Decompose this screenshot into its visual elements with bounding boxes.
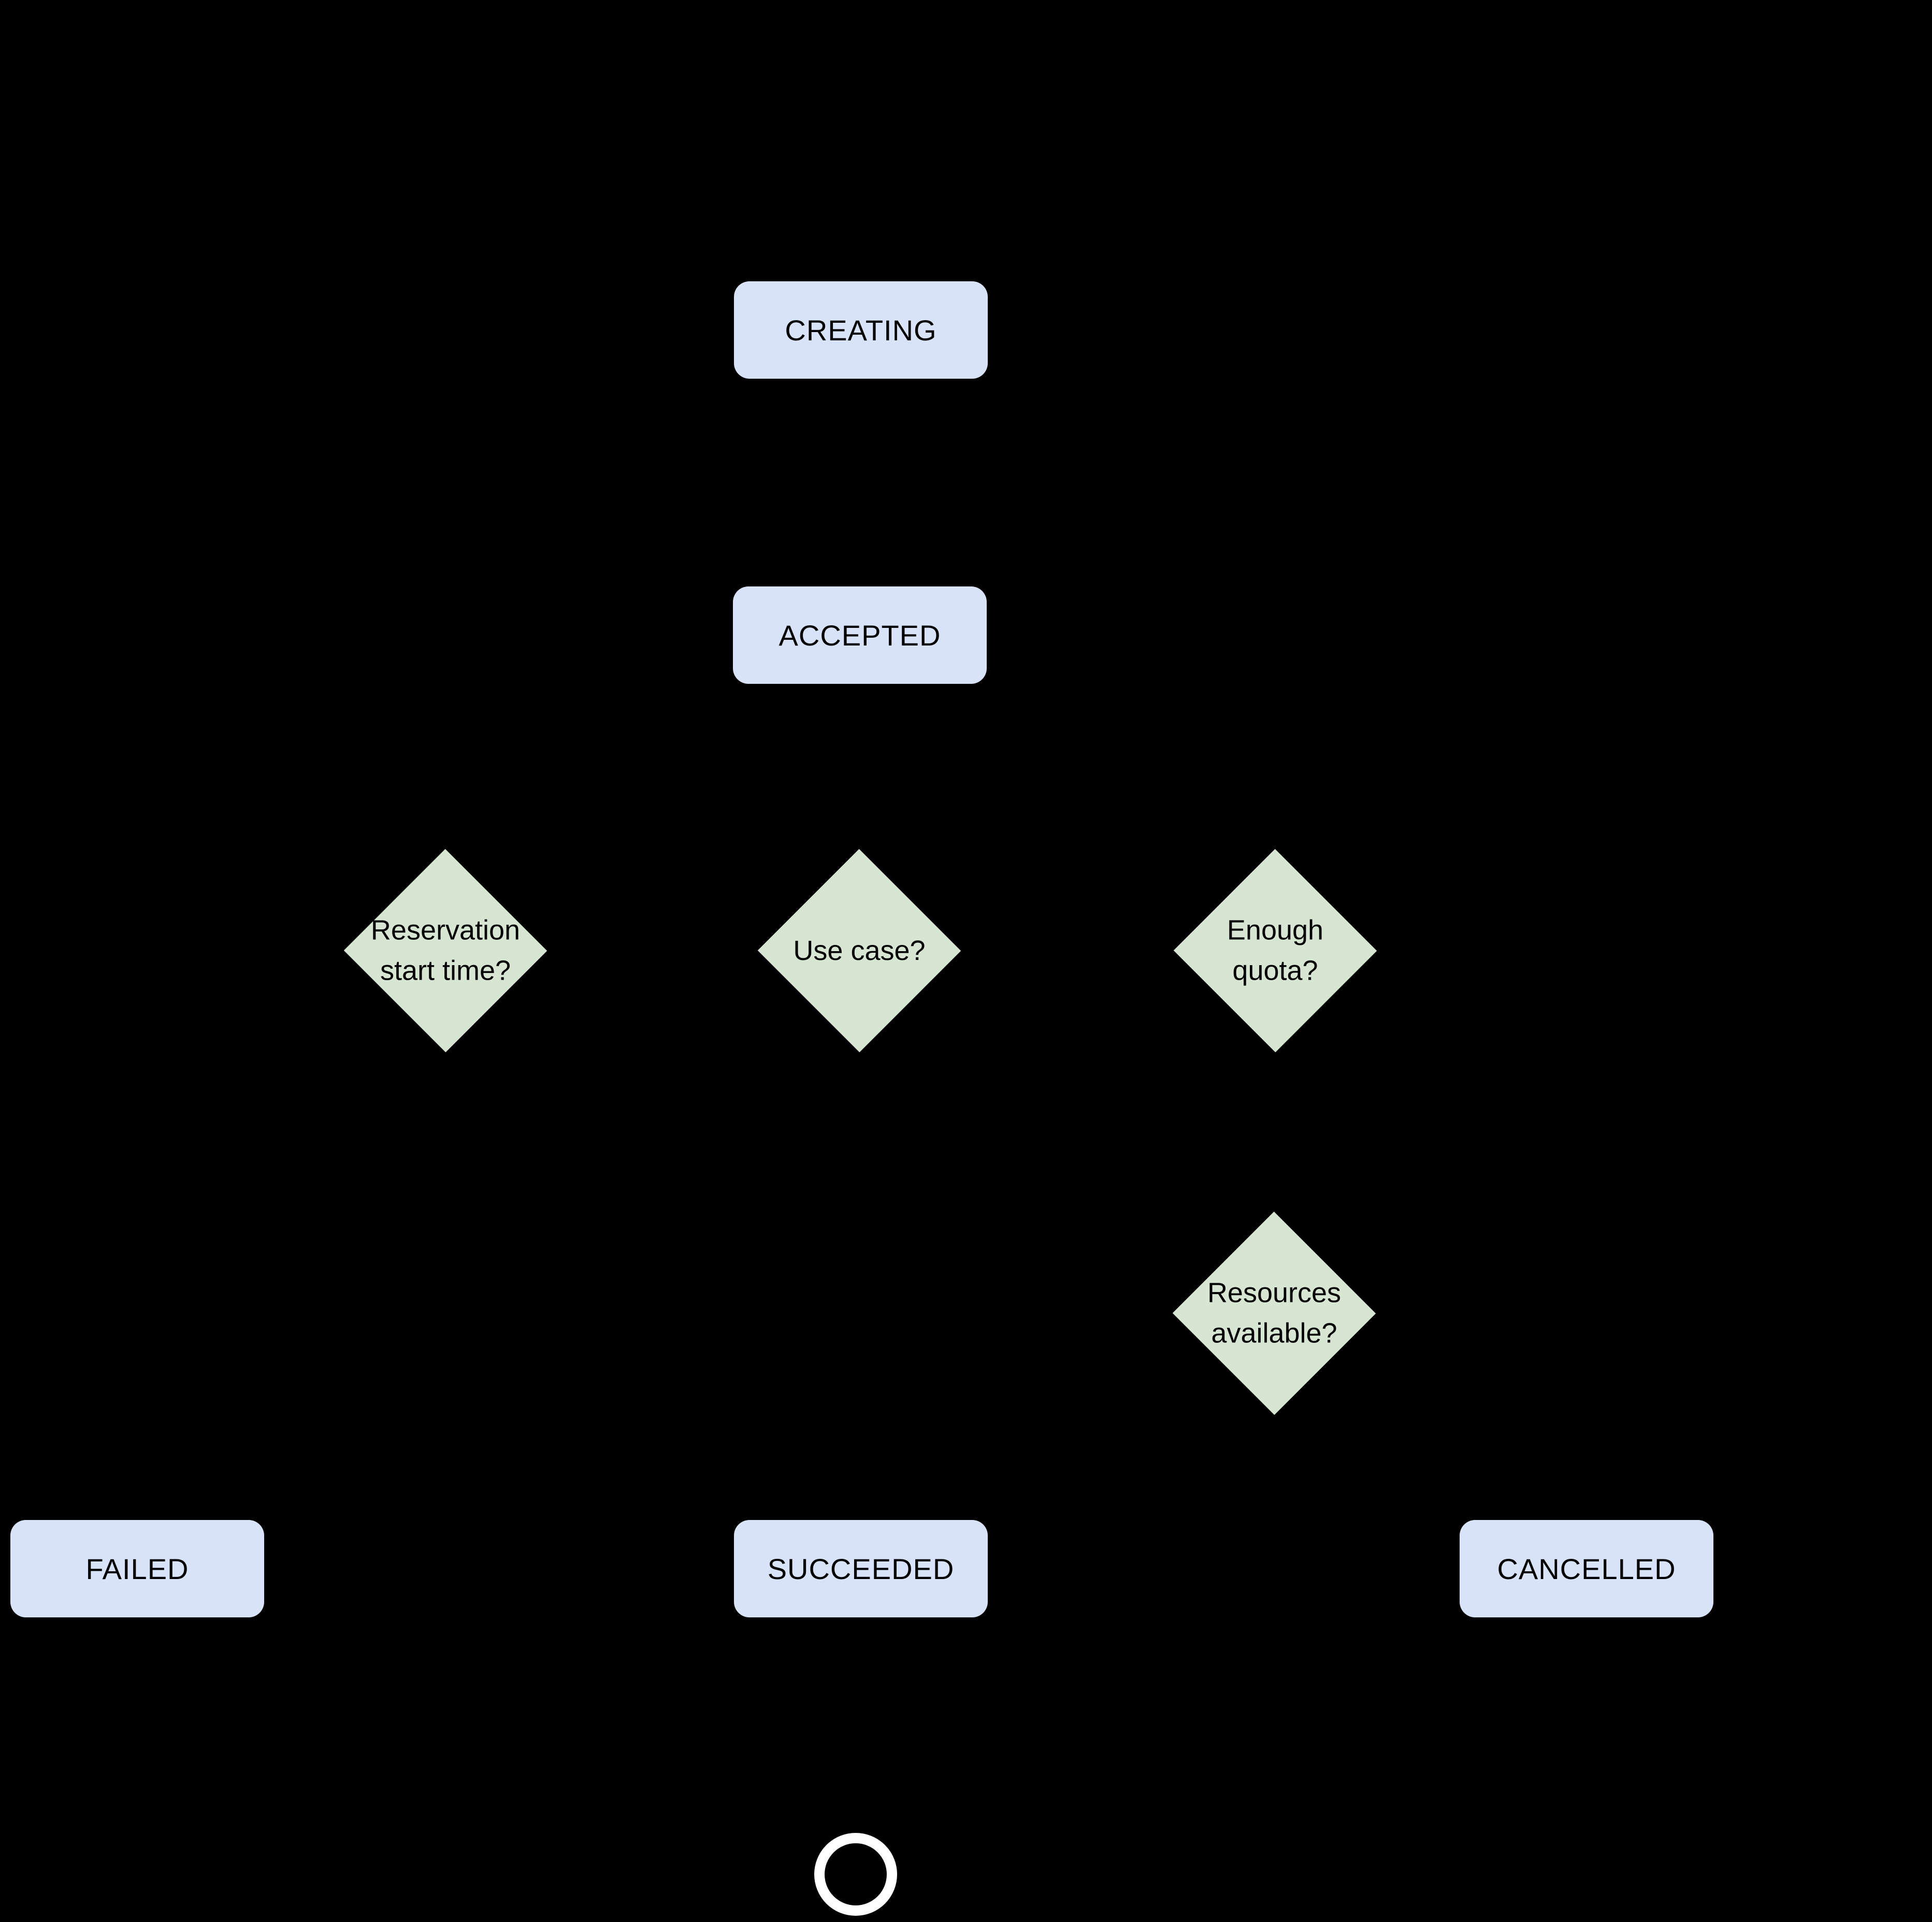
- decision-enough-quota: Enough quota?: [1173, 849, 1377, 1053]
- decision-resources-available-label: Resources available?: [1207, 1277, 1342, 1349]
- decision-resources-available: Resources available?: [1172, 1211, 1376, 1415]
- state-accepted: ACCEPTED: [733, 586, 987, 684]
- state-failed: FAILED: [10, 1520, 264, 1617]
- decision-use-case-label: Use case?: [793, 935, 926, 966]
- state-succeeded: SUCCEEDED: [734, 1520, 988, 1617]
- decision-use-case: Use case?: [757, 849, 961, 1053]
- state-cancelled: CANCELLED: [1460, 1520, 1713, 1617]
- decision-enough-quota-label: Enough quota?: [1227, 914, 1324, 986]
- state-failed-label: FAILED: [85, 1552, 189, 1585]
- decision-reservation-start-time-label: Reservation start time?: [370, 914, 521, 986]
- state-accepted-label: ACCEPTED: [778, 619, 941, 652]
- state-cancelled-label: CANCELLED: [1497, 1552, 1676, 1585]
- end-state-circle: [814, 1833, 897, 1916]
- decision-reservation-start-time: Reservation start time?: [343, 849, 547, 1053]
- state-creating: CREATING: [734, 281, 988, 379]
- state-succeeded-label: SUCCEEDED: [767, 1552, 955, 1585]
- state-creating-label: CREATING: [785, 313, 937, 347]
